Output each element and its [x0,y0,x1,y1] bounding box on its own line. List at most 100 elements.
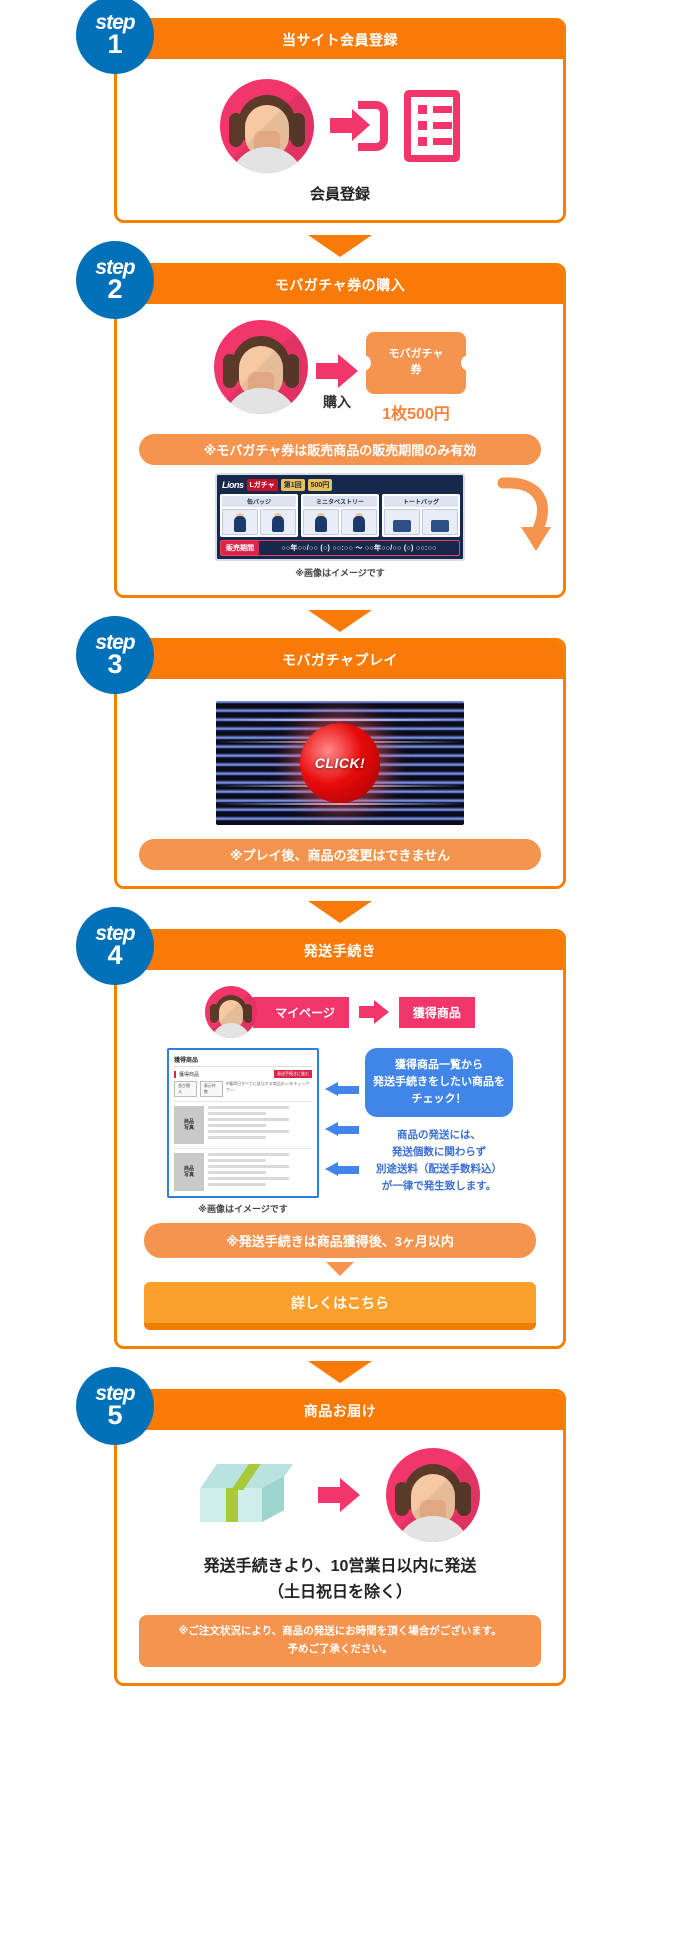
step-body-3: CLICK! ※プレイ後、商品の変更はできません [117,679,563,886]
purchase-label: 購入 [323,394,351,410]
step-block-4: step 4 発送手続き マイページ 獲得商品 [76,907,566,1349]
promo-logo: Lions [222,480,244,490]
delivery-note: ※ご注文状況により、商品の発送にお時間を頂く場合がございます。 予めご了承くださ… [139,1615,541,1667]
step-body-5: 発送手続きより、10営業日以内に発送 （土日祝日を除く） ※ご注文状況により、商… [117,1430,563,1683]
step-badge-1: step 1 [76,0,154,74]
ticket-label: モバガチャ 券 [388,348,444,376]
ticket-price: 1枚500円 [382,406,450,423]
step-badge-word: step [95,922,135,945]
registration-form-icon [404,90,460,162]
step-body-4: マイページ 獲得商品 獲得商品 獲得商品 発送手続きに進む [117,970,563,1346]
right-arrow-icon [316,354,358,388]
acquired-goods-chip[interactable]: 獲得商品 [398,996,475,1028]
user-avatar-icon [214,320,308,414]
mock-title: 獲得商品 [174,1055,312,1067]
step-card-4: 発送手続き マイページ 獲得商品 [114,929,566,1349]
mypage-row: マイページ 獲得商品 [131,986,549,1038]
step-badge-word: step [95,631,135,654]
step-badge-3: step 3 [76,616,154,694]
step-badge-5: step 5 [76,1367,154,1445]
mock-list-item: 商品 写真 [174,1101,312,1144]
enter-arrow-icon [330,101,388,151]
step-card-2: モバガチャ券の購入 購入 [114,263,566,598]
click-label: CLICK! [314,755,366,771]
down-arrow-icon [308,1361,372,1383]
step4-text-column: 獲得商品一覧から 発送手続きをしたい商品を チェック！ 商品の発送には、 発送個… [365,1048,513,1194]
connector-1-2 [0,223,680,263]
user-avatar-icon [386,1448,480,1542]
right-arrow-icon [318,1478,360,1512]
mock-filter-count[interactable]: 表示件数 [199,1081,223,1097]
promo-card-name: 缶バッジ [222,496,296,507]
curved-arrow-icon [497,477,551,551]
check-instruction: 獲得商品一覧から 発送手続きをしたい商品を チェック！ [365,1048,513,1118]
mock-submit-button[interactable]: 発送手続きに進む [274,1070,312,1078]
step-block-1: step 1 当サイト会員登録 [76,0,566,223]
step-title-2: モバガチャ券の購入 [274,277,406,293]
details-cta-button[interactable]: 詳しくはこちら [143,1282,537,1330]
step-badge-number: 1 [107,29,123,59]
down-arrow-icon [326,1262,354,1276]
left-arrow-icon [325,1122,359,1136]
step-badge-word: step [95,1382,135,1405]
step-badge-number: 2 [107,274,123,304]
promo-header: Lions Lガチャ 第1回 500円 [220,478,460,494]
step-badge-4: step 4 [76,907,154,985]
step-title-5: 商品お届け [303,1403,377,1419]
step-title-4: 発送手続き [303,943,377,959]
promo-round-tag: 第1回 [280,479,305,491]
delivery-caption: 発送手続きより、10営業日以内に発送 （土日祝日を除く） [203,1558,477,1601]
mock-note: ※獲得日すべてに該当する商品の○○をチェックで○○ [225,1081,310,1092]
signup-illustration-row [131,79,549,173]
sale-period-label: 販売期間 [221,541,259,555]
step-card-1: 当サイト会員登録 [114,18,566,223]
mock-thumb: 商品 写真 [174,1106,204,1144]
step-badge-number: 3 [107,649,123,679]
step-header-3: モバガチャプレイ [117,641,563,679]
promo-card-name: ミニタペストリー [303,496,377,507]
sale-period-value: ○○年○○/○○ (○) ○○:○○ ～ ○○年○○/○○ (○) ○○:○○ [281,545,437,552]
mock-section: 獲得商品 [179,1071,200,1078]
shipping-explainer: 獲得商品 獲得商品 発送手続きに進む 並び替え 表示件数 ※獲得日すべてに該当す… [131,1048,549,1215]
step-block-3: step 3 モバガチャプレイ CLICK! ※プレイ後、商品の変更はできません [76,616,566,889]
user-avatar-icon [205,986,258,1038]
promo-title-tag: Lガチャ [246,479,278,491]
mock-thumb: 商品 写真 [174,1153,204,1191]
gacha-play-image: CLICK! [216,701,464,825]
connector-3-4 [0,889,680,929]
steps-flow-page: step 1 当サイト会員登録 [0,0,680,1686]
mypage-chip[interactable]: マイページ [253,996,349,1028]
click-button-graphic[interactable]: CLICK! [300,723,380,803]
step2-notice: ※モバガチャ券は販売商品の販売期間のみ有効 [139,434,541,465]
step-title-1: 当サイト会員登録 [282,32,398,48]
step-block-2: step 2 モバガチャ券の購入 [76,241,566,598]
step-badge-number: 4 [107,940,123,970]
step-badge-word: step [95,256,135,279]
pointer-arrows [325,1048,359,1176]
step-header-4: 発送手続き [117,932,563,970]
delivery-illustration-row [131,1448,549,1542]
mock-filter-sort[interactable]: 並び替え [174,1081,197,1097]
promo-banner: Lions Lガチャ 第1回 500円 缶バッジ ミニタペストリー [215,473,465,561]
connector-2-3 [0,598,680,638]
down-arrow-icon [308,901,372,923]
promo-card: 缶バッジ [220,494,298,537]
step-header-5: 商品お届け [117,1392,563,1430]
mypage-screen-mock: 獲得商品 獲得商品 発送手続きに進む 並び替え 表示件数 ※獲得日すべてに該当す… [167,1048,319,1198]
step-header-2: モバガチャ券の購入 [117,266,563,304]
step-card-5: 商品お届け 発送手続きより、10 [114,1389,566,1686]
left-arrow-icon [325,1162,359,1176]
left-arrow-icon [325,1082,359,1096]
promo-price-tag: 500円 [307,479,333,491]
step-body-1: 会員登録 [117,59,563,220]
step-block-5: step 5 商品お届け [76,1367,566,1686]
step-body-2: 購入 モバガチャ 券 1枚500円 ※モバガチャ券は販売商品の販売期間のみ有効 [117,304,563,595]
step2-image-note: ※画像はイメージです [295,568,385,578]
down-arrow-icon [308,235,372,257]
user-avatar-icon [220,79,314,173]
shipping-fee-note: 商品の発送には、 発送個数に関わらず 別途送料（配送手数料込） が一律で発生致し… [376,1129,502,1192]
step4-deadline-notice: ※発送手続きは商品獲得後、3ヶ月以内 [143,1223,537,1258]
right-arrow-icon [358,1000,389,1024]
step-card-3: モバガチャプレイ CLICK! ※プレイ後、商品の変更はできません [114,638,566,889]
step-badge-number: 5 [107,1400,123,1430]
